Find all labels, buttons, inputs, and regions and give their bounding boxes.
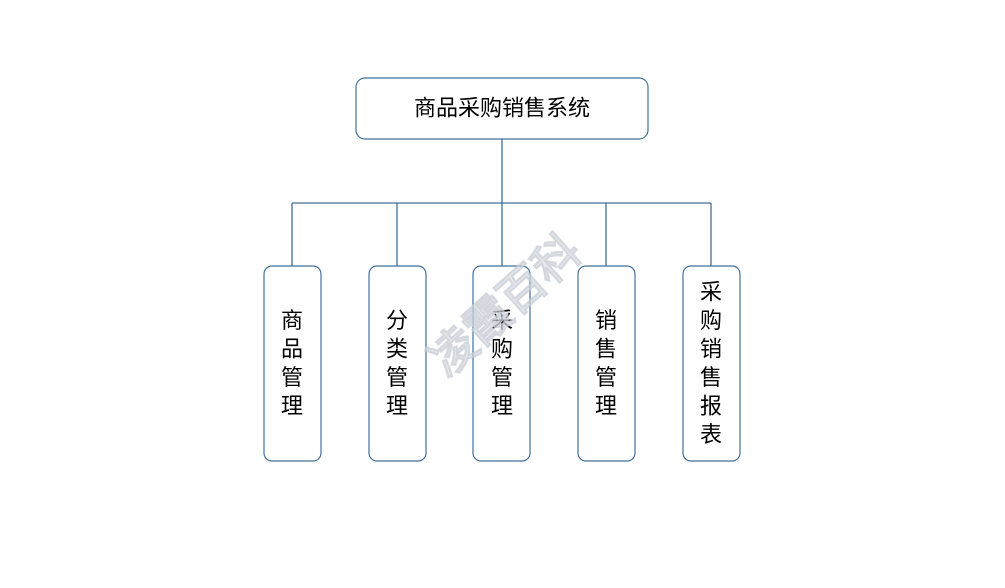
child-node-2: 分类管理 bbox=[368, 265, 427, 462]
root-box bbox=[355, 77, 649, 140]
child-node-1: 商品管理 bbox=[263, 265, 322, 462]
child-nodes: 商品管理 分类管理 采购管理 销售管理 采购销售报表 bbox=[263, 265, 741, 462]
child-node-5: 采购销售报表 bbox=[682, 265, 741, 462]
child-box-4 bbox=[577, 265, 636, 462]
child-label-3: 采购管理 bbox=[491, 309, 513, 420]
root-label: 商品采购销售系统 bbox=[414, 97, 590, 122]
connectors bbox=[291, 139, 712, 266]
root-node: 商品采购销售系统 bbox=[355, 77, 649, 140]
child-label-5: 采购销售报表 bbox=[700, 280, 722, 448]
child-label-1: 商品管理 bbox=[281, 309, 303, 420]
child-node-3: 采购管理 bbox=[472, 265, 531, 462]
child-box-3 bbox=[472, 265, 531, 462]
child-label-4: 销售管理 bbox=[595, 309, 617, 420]
child-box-2 bbox=[368, 265, 427, 462]
child-box-1 bbox=[263, 265, 322, 462]
child-box-5 bbox=[682, 265, 741, 462]
child-label-2: 分类管理 bbox=[386, 309, 408, 420]
child-node-4: 销售管理 bbox=[577, 265, 636, 462]
